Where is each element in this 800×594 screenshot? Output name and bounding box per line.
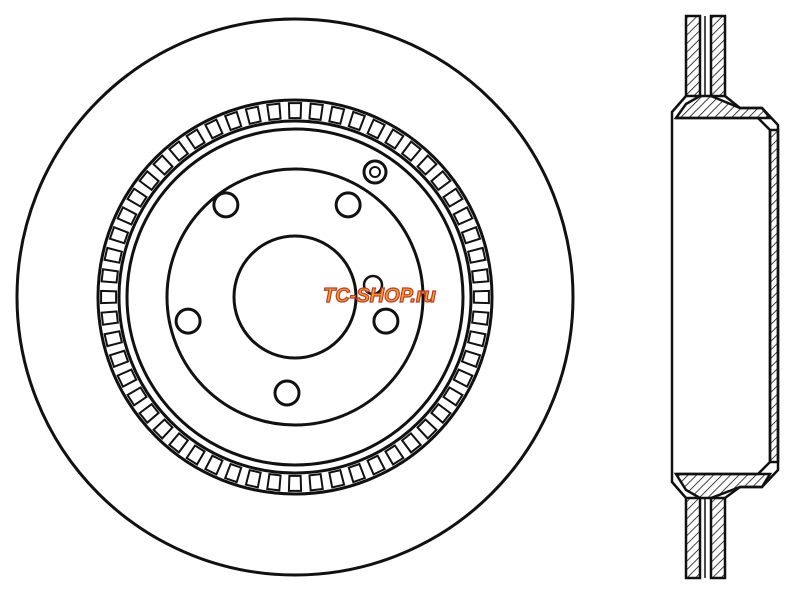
vent-slot [384, 444, 405, 466]
vent-slot [429, 169, 452, 192]
vent-slot [400, 140, 423, 163]
watermark-logo: TC-SHOP.ru [322, 284, 436, 307]
vent-slot [347, 462, 367, 484]
vent-slot [138, 169, 161, 192]
lower-plate-right [709, 496, 727, 580]
hat-bottom-hatch [673, 472, 773, 500]
vent-slot [384, 128, 405, 150]
vent-slot [204, 118, 224, 140]
vent-slot [452, 206, 474, 226]
vent-slot [442, 386, 464, 407]
vent-ring-outer [96, 98, 494, 496]
vent-slot [223, 462, 243, 484]
vent-slot [366, 118, 386, 140]
vent-slot [108, 349, 130, 369]
lug-hole [212, 191, 240, 219]
vent-slot [472, 289, 490, 305]
vent-slot [108, 225, 130, 245]
vent-slot [152, 154, 174, 176]
vent-slot [126, 386, 148, 407]
vent-slot [452, 368, 474, 388]
upper-plate-left [684, 14, 702, 98]
vent-slot [185, 128, 206, 150]
vent-slot [328, 105, 346, 126]
vent-slot [116, 368, 138, 388]
vent-slots [100, 102, 490, 492]
lug-hole [372, 307, 400, 335]
vent-slot [460, 225, 482, 245]
vent-slot [308, 102, 324, 121]
hat-profile [670, 95, 780, 500]
vent-slot [466, 330, 487, 348]
vent-slot [223, 110, 243, 132]
lug-hole [174, 307, 202, 335]
vent-slot [287, 102, 303, 120]
lower-plate-left [684, 496, 702, 580]
rotor-outer-edge [15, 17, 575, 577]
lug-hole [334, 191, 362, 219]
vent-slot [204, 454, 224, 476]
vent-slot [167, 140, 190, 163]
vent-slot [103, 330, 124, 348]
locator-hole [362, 159, 388, 185]
rotor-side-section [670, 14, 780, 580]
watermark-text: TC-SHOP.ru [323, 285, 436, 307]
vent-slot [400, 431, 423, 454]
vent-slot [416, 418, 438, 440]
hat-wall-hatch [768, 128, 780, 464]
vent-slot [442, 187, 464, 208]
lug-holes [174, 191, 400, 407]
vent-slot [308, 473, 324, 492]
hat-top-hatch [673, 94, 773, 120]
vent-slot [328, 468, 346, 489]
hat-inner-wall [676, 116, 772, 476]
vent-slot [116, 206, 138, 226]
vent-slot [167, 431, 190, 454]
vent-slot [471, 310, 490, 326]
vent-slot [416, 154, 438, 176]
vent-slot [466, 246, 487, 264]
vent-slot [100, 289, 118, 305]
vent-slot [347, 110, 367, 132]
vent-slot [100, 268, 119, 284]
hat-edge [125, 127, 465, 467]
vent-slot [244, 105, 262, 126]
hub-face [165, 167, 425, 427]
vent-slot [460, 349, 482, 369]
vent-slot [138, 402, 161, 425]
vent-slot [126, 187, 148, 208]
vent-slot [471, 268, 490, 284]
vent-slot [103, 246, 124, 264]
vent-slot [266, 102, 282, 121]
vent-slot [429, 402, 452, 425]
vent-slot [287, 474, 303, 492]
vent-slot [152, 418, 174, 440]
vent-slot [185, 444, 206, 466]
rotor-front-view [15, 17, 575, 577]
small-pin-hole [362, 274, 384, 296]
lug-hole [273, 379, 301, 407]
vent-ring-inner [117, 119, 473, 475]
vent-slot [366, 454, 386, 476]
upper-plate-right [709, 14, 727, 98]
vent-slot [100, 310, 119, 326]
center-bore [232, 234, 358, 360]
vent-slot [244, 468, 262, 489]
vent-slot [266, 473, 282, 492]
